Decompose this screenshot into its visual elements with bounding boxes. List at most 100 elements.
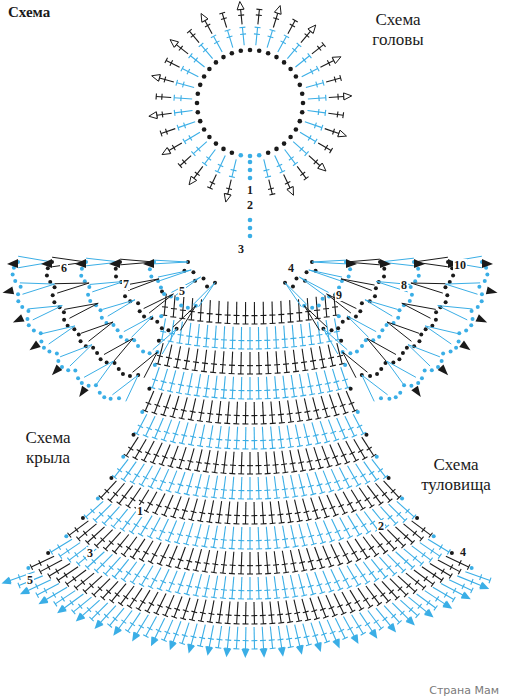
stitch-top: [138, 533, 143, 536]
double-crochet: [293, 350, 296, 372]
stitch-bar: [333, 129, 335, 135]
double-crochet: [347, 541, 358, 560]
double-crochet: [210, 174, 216, 188]
stitch-bar: [196, 147, 200, 151]
picot-triangle: [113, 626, 122, 636]
stitch-bar: [251, 315, 257, 316]
stitch-bar: [169, 582, 175, 584]
stitch-bar: [221, 564, 227, 566]
double-crochet: [307, 573, 314, 594]
stitch-bar: [221, 18, 227, 20]
stitch-bar: [291, 488, 297, 489]
stitch-bar: [247, 540, 253, 541]
stitch-bar: [170, 60, 173, 65]
stitch-bar: [172, 408, 178, 410]
stitch-bar: [295, 637, 301, 638]
stitch-bar: [317, 584, 323, 586]
stitch-top: [274, 397, 280, 399]
stitch-top: [94, 569, 98, 573]
chain-dot: [248, 218, 253, 223]
double-crochet: [323, 521, 332, 541]
stitch-top: [141, 459, 146, 462]
double-crochet: [240, 577, 242, 599]
stitch-bar: [323, 308, 329, 310]
stitch-top: [318, 467, 324, 469]
stitch-bar: [282, 488, 288, 490]
stitch-bar: [230, 340, 236, 341]
double-crochet: [319, 496, 327, 517]
double-crochet: [254, 402, 255, 424]
stitch-bar: [299, 562, 305, 564]
stitch-top: [395, 596, 399, 600]
stitch-bar: [243, 440, 249, 441]
double-crochet: [218, 301, 220, 323]
stitch-bar: [157, 355, 163, 356]
chain-dot: [400, 497, 404, 501]
stitch-bar: [398, 587, 402, 591]
chain-dot: [434, 310, 438, 314]
stitch-bar: [220, 364, 226, 366]
stitch-top: [422, 586, 426, 591]
stitch-top: [369, 505, 374, 508]
stitch-top: [341, 612, 346, 615]
stitch-bar: [247, 490, 253, 491]
double-crochet: [190, 56, 204, 67]
chain-dot: [73, 369, 77, 373]
stitch-bar: [152, 578, 157, 581]
stitch-bar: [198, 312, 204, 313]
double-crochet: [326, 78, 340, 82]
stitch-top: [188, 319, 194, 320]
double-crochet: [232, 352, 233, 374]
v-stitch: [425, 326, 459, 334]
stitch-top: [360, 507, 365, 510]
picot-triangle: [278, 647, 286, 656]
chain-dot: [148, 351, 152, 355]
stitch-bar: [317, 484, 323, 486]
stitch-bar: [404, 559, 408, 563]
stitch-top: [211, 496, 217, 498]
stitch-top: [256, 473, 262, 474]
stitch-top: [329, 590, 335, 592]
double-crochet: [311, 498, 318, 519]
stitch-top: [108, 499, 113, 503]
stitch-top: [155, 93, 157, 99]
chain-dot: [46, 551, 50, 555]
double-crochet: [165, 595, 174, 615]
stitch-top: [36, 592, 39, 597]
double-crochet: [258, 477, 260, 499]
stitch-top: [394, 522, 398, 526]
chain-dot: [248, 160, 253, 165]
stitch-top: [229, 498, 235, 500]
double-crochet: [355, 539, 367, 558]
stitch-top: [323, 616, 329, 618]
picot-triangle: [308, 25, 316, 33]
stitch-bar: [265, 365, 271, 366]
stitch-bar: [89, 583, 93, 587]
picot-triangle: [332, 57, 341, 64]
double-crochet: [258, 377, 260, 399]
double-crochet: [110, 608, 124, 625]
stitch-bar: [260, 440, 266, 441]
stitch-bar: [308, 386, 314, 387]
stitch-bar: [104, 614, 108, 618]
stitch-top: [251, 623, 257, 624]
stitch-bar: [278, 439, 284, 441]
stitch-bar: [268, 614, 274, 616]
v-stitch: [343, 352, 356, 378]
v-stitch: [126, 375, 138, 401]
stitch-bar: [183, 610, 189, 612]
stitch-top: [471, 588, 474, 593]
stitch-bar: [391, 614, 395, 618]
stitch-top: [324, 316, 330, 318]
double-crochet: [282, 451, 285, 473]
stitch-top: [322, 80, 324, 86]
stitch-bar: [424, 576, 428, 581]
stitch-bar: [264, 465, 270, 467]
picot-triangle: [76, 613, 85, 622]
picot-triangle: [132, 632, 140, 642]
chain-dot: [175, 297, 179, 301]
stitch-bar: [229, 365, 235, 366]
chain-dot: [300, 110, 305, 115]
picot-triangle: [479, 582, 489, 589]
stitch-top: [120, 528, 125, 532]
